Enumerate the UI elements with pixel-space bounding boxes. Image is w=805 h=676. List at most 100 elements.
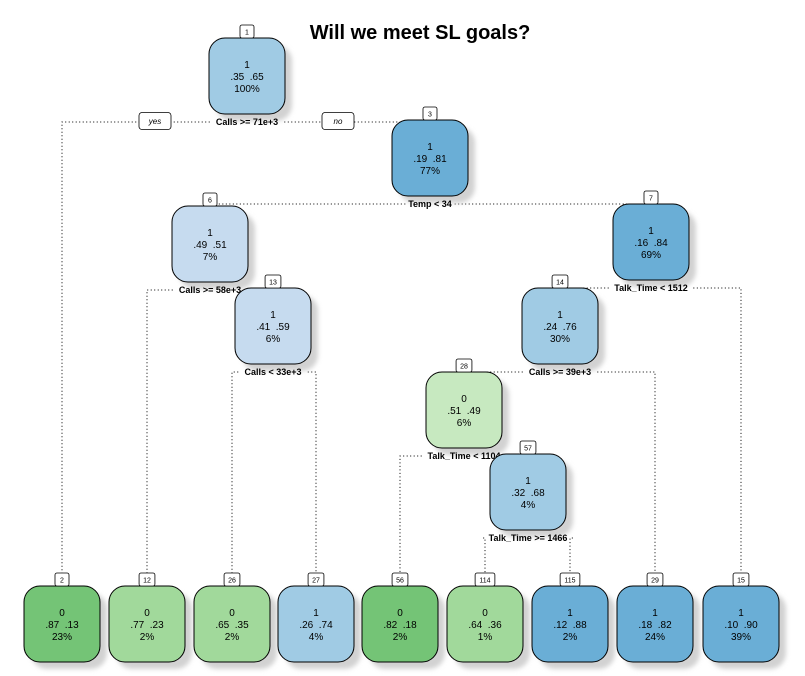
node-id-tag (551, 274, 569, 289)
node-percent: 2% (563, 632, 578, 643)
node-percent: 4% (309, 632, 324, 643)
node-probs: .18 .82 (638, 620, 672, 631)
node-id-tag (391, 572, 409, 587)
edge-1-2 (61, 121, 210, 574)
node-id-tag (138, 572, 156, 587)
node-id: 29 (651, 578, 659, 585)
node-id: 115 (564, 578, 575, 585)
node-115: 115 1.12 .882% (531, 572, 615, 669)
node-class: 0 (461, 394, 467, 405)
node-percent: 39% (731, 632, 751, 643)
node-id: 27 (312, 578, 320, 585)
node-probs: .24 .76 (543, 322, 577, 333)
node-probs: .32 .68 (511, 488, 545, 499)
node-split-label: Calls < 33e+3 (244, 367, 301, 377)
node-probs: .10 .90 (724, 620, 758, 631)
node-class: 0 (144, 608, 150, 619)
node-class: 1 (313, 608, 319, 619)
node-id: 114 (479, 578, 490, 585)
node-class: 1 (207, 228, 213, 239)
node-id-tag (643, 190, 659, 205)
edge-28-56 (399, 455, 422, 574)
node-split-label: Talk_Time >= 1466 (489, 533, 568, 543)
edge-14-28 (463, 360, 523, 373)
node-class: 1 (244, 60, 250, 71)
node-split-label: Calls >= 58e+3 (179, 285, 241, 295)
edge-57-115 (569, 537, 573, 574)
node-class: 0 (397, 608, 403, 619)
node-percent: 2% (140, 632, 155, 643)
node-id: 7 (649, 196, 653, 203)
node-class: 1 (525, 476, 531, 487)
node-id: 26 (228, 578, 236, 585)
node-id-tag (422, 106, 438, 121)
node-split-label: Talk_Time < 1104 (428, 451, 501, 461)
node-probs: .77 .23 (130, 620, 164, 631)
node-percent: 100% (234, 84, 260, 95)
edge-3-7 (454, 192, 652, 205)
node-id-tag (264, 274, 282, 289)
node-id-tag (223, 572, 241, 587)
node-id: 2 (60, 578, 64, 585)
node-class: 0 (229, 608, 235, 619)
node-class: 0 (482, 608, 488, 619)
node-percent: 7% (203, 252, 218, 263)
node-split-label: Calls >= 71e+3 (216, 117, 278, 127)
node-percent: 69% (641, 250, 661, 261)
node-27: 27 1.26 .744% (277, 572, 361, 669)
node-probs: .26 .74 (299, 620, 333, 631)
node-percent: 4% (521, 500, 536, 511)
node-percent: 30% (550, 334, 570, 345)
edge-6-12 (146, 289, 173, 574)
node-id-tag (202, 192, 218, 207)
node-probs: .51 .49 (447, 406, 481, 417)
node-split-label: Calls >= 39e+3 (529, 367, 591, 377)
node-percent: 6% (457, 418, 472, 429)
node-id-tag (559, 572, 581, 587)
node-percent: 77% (420, 166, 440, 177)
node-percent: 1% (478, 632, 493, 643)
node-probs: .19 .81 (413, 154, 447, 165)
node-id-tag (239, 24, 255, 39)
node-probs: .12 .88 (553, 620, 587, 631)
node-26: 260.65 .352% (193, 572, 277, 669)
node-probs: .35 .65 (230, 72, 264, 83)
node-id: 57 (524, 446, 532, 453)
svg-text:yes: yes (148, 117, 161, 126)
edge-57-114 (483, 537, 486, 574)
edge-3-6 (209, 194, 406, 205)
node-percent: 23% (52, 632, 72, 643)
edge-14-29 (597, 371, 656, 574)
node-probs: .87 .13 (45, 620, 79, 631)
node-percent: 2% (225, 632, 240, 643)
node-class: 1 (648, 226, 654, 237)
node-id: 15 (737, 578, 745, 585)
node-id: 6 (208, 198, 212, 205)
node-split-label: Talk_Time < 1512 (614, 283, 687, 293)
node-12: 120.77 .232% (108, 572, 192, 669)
node-id: 13 (269, 280, 277, 287)
node-probs: .82 .18 (383, 620, 417, 631)
branch-label-yes: yes (138, 112, 172, 130)
edge-7-15 (693, 287, 742, 574)
node-percent: 24% (645, 632, 665, 643)
node-13: 131.41 .596%Calls < 33e+3 (234, 274, 318, 377)
node-id: 14 (556, 280, 564, 287)
node-probs: .49 .51 (193, 240, 227, 251)
branch-label-no: no (321, 112, 355, 130)
node-probs: .41 .59 (256, 322, 290, 333)
node-id: 56 (396, 578, 404, 585)
node-probs: .16 .84 (634, 238, 668, 249)
node-57: 57 1.32 .684% Talk_Time >= 1466 (489, 440, 573, 543)
edge-13-26 (231, 371, 239, 574)
node-class: 1 (270, 310, 276, 321)
node-id-tag (519, 440, 537, 455)
diagram-title: Will we meet SL goals? (309, 22, 531, 44)
node-class: 0 (59, 608, 65, 619)
node-class: 1 (567, 608, 573, 619)
